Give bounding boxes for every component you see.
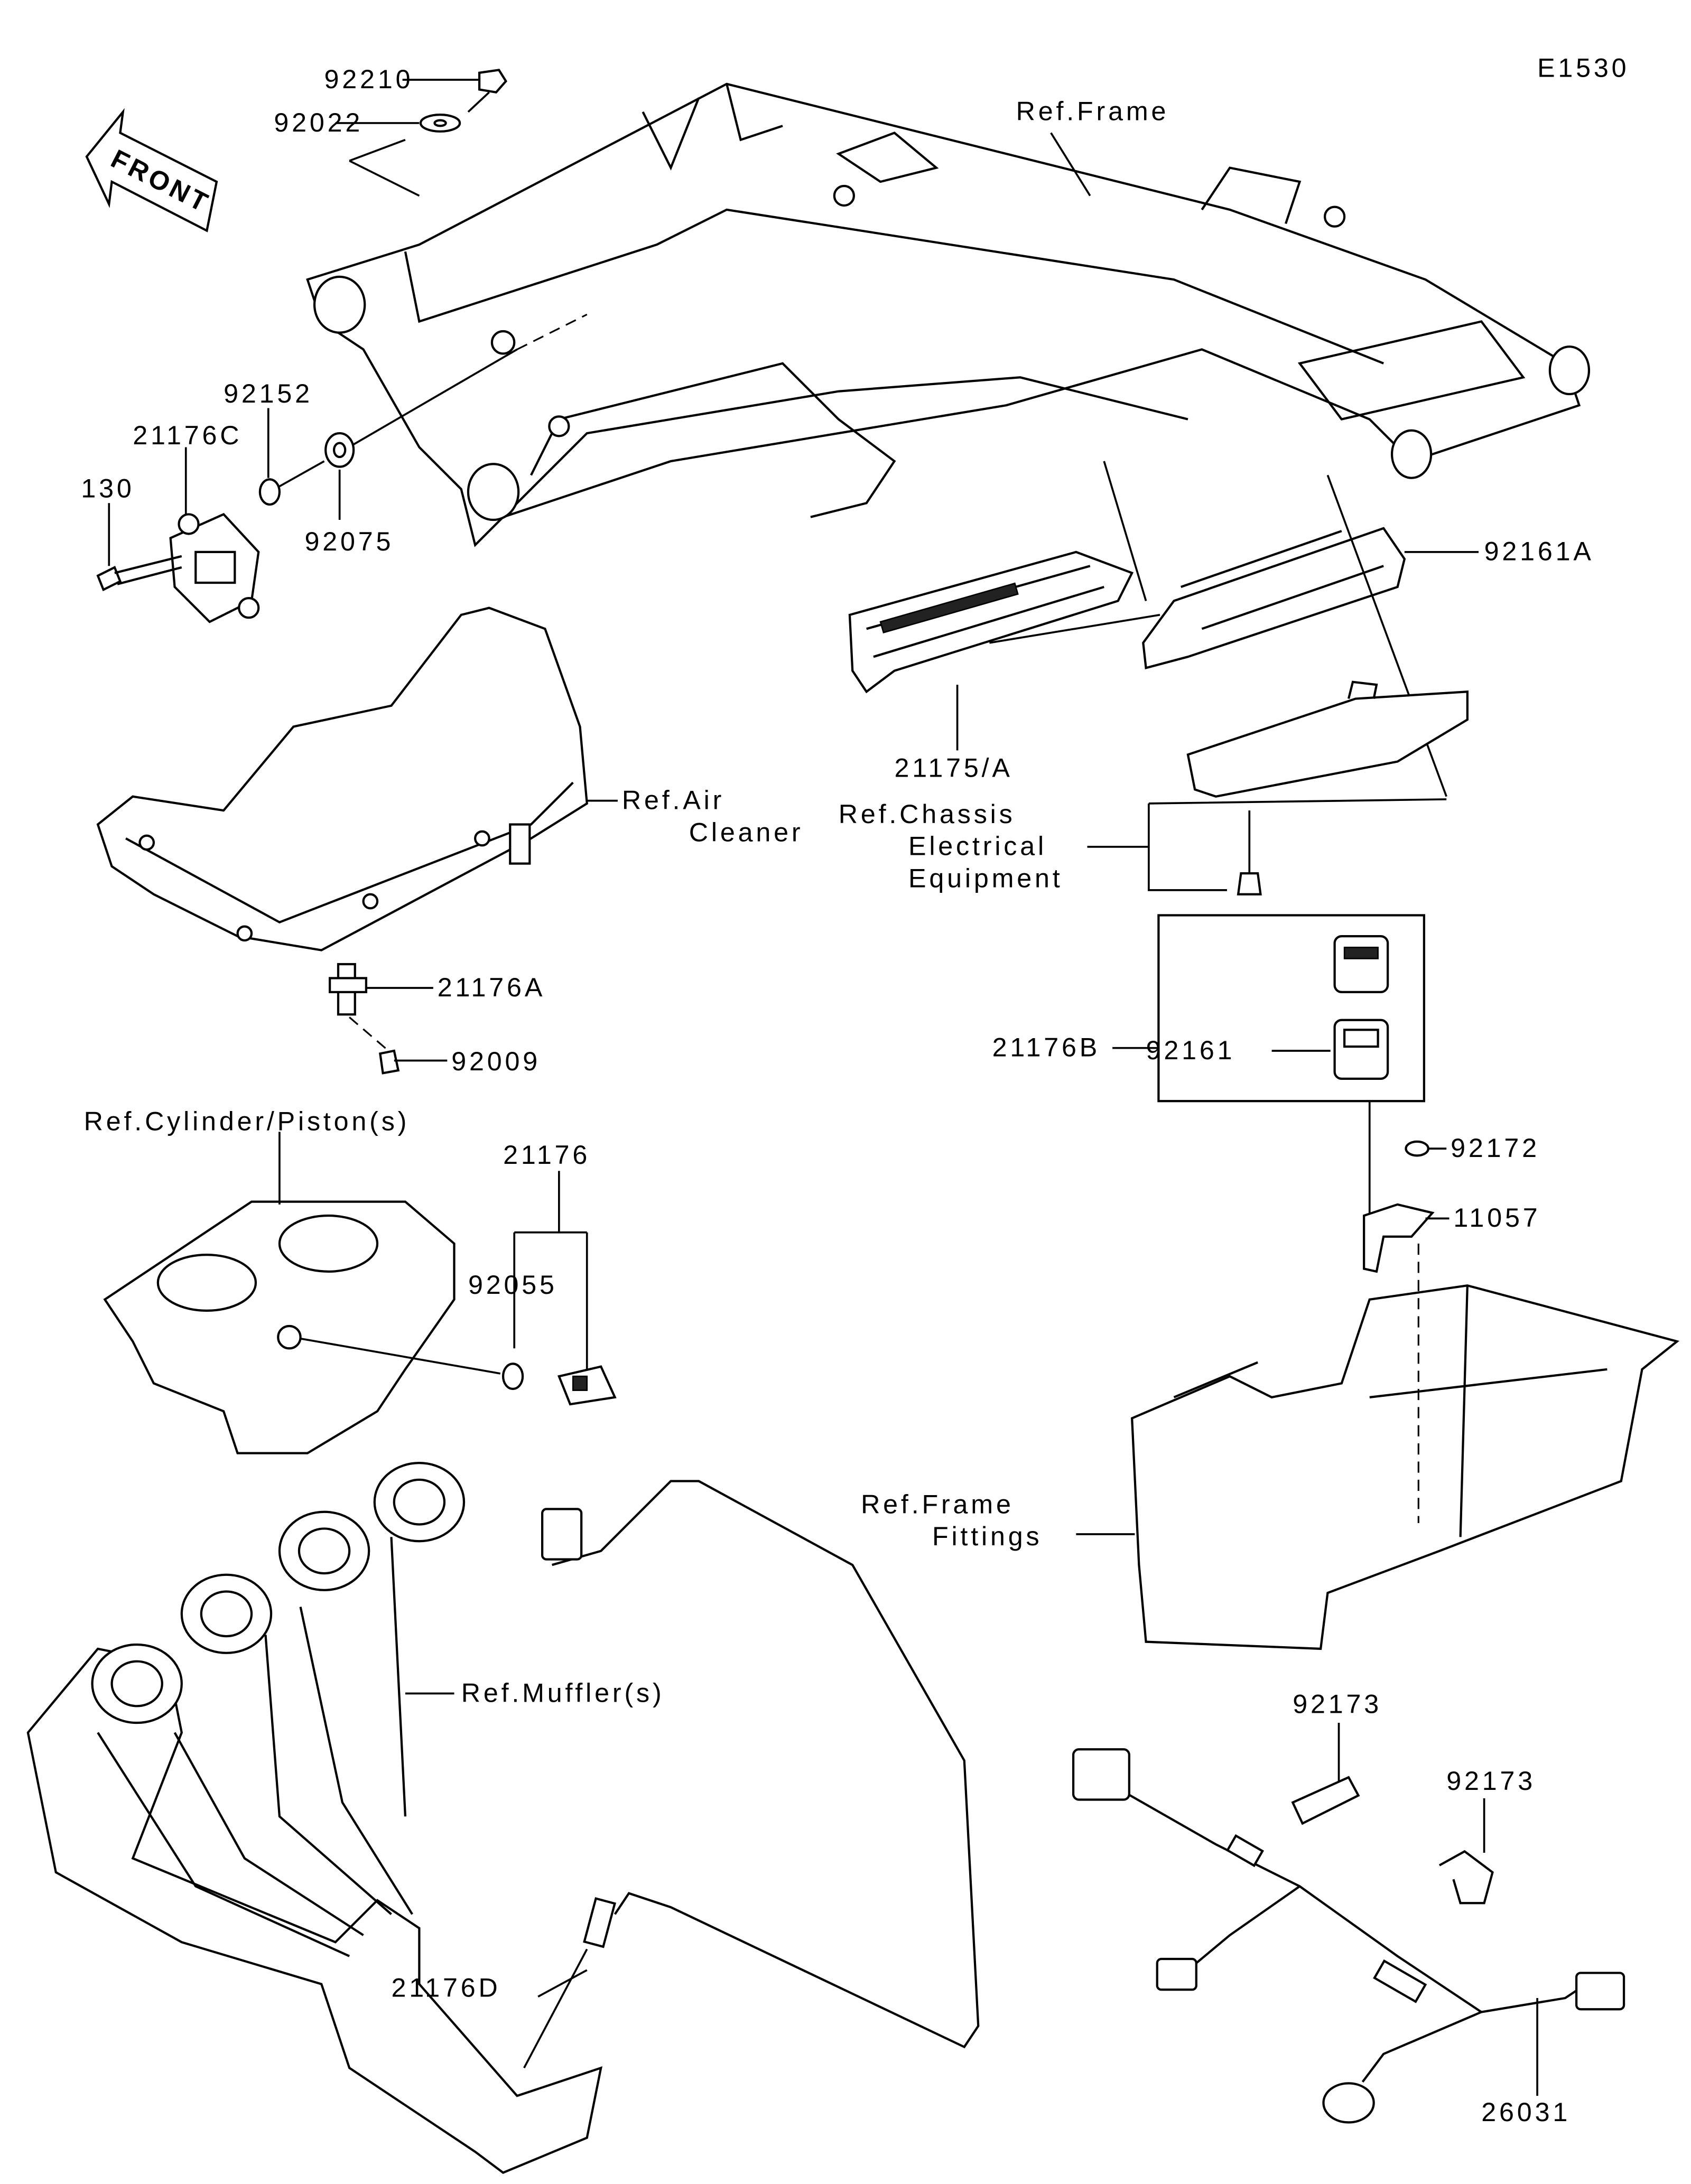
grommet-92152 xyxy=(258,478,281,506)
label-92075[interactable]: 92075 xyxy=(305,527,394,556)
harness-26031 xyxy=(1072,1748,1625,2124)
label-ref-chassis-1[interactable]: Ref.Chassis xyxy=(839,799,1016,829)
label-92009[interactable]: 92009 xyxy=(451,1047,541,1076)
clamp-92173-b xyxy=(1438,1850,1494,1905)
sensor-21176A xyxy=(329,963,368,1016)
label-21176D[interactable]: 21176D xyxy=(391,1973,500,2002)
label-ref-chassis-2[interactable]: Electrical xyxy=(908,832,1047,861)
bracket-11057 xyxy=(1363,1203,1435,1273)
label-92210[interactable]: 92210 xyxy=(324,64,414,94)
label-21176A[interactable]: 21176A xyxy=(438,973,545,1002)
label-92172[interactable]: 92172 xyxy=(1451,1133,1540,1163)
nut-92210 xyxy=(478,69,507,94)
bracket-chassis xyxy=(1186,680,1469,798)
cover-92161 xyxy=(1333,1019,1389,1080)
label-92161[interactable]: 92161 xyxy=(1146,1035,1235,1065)
label-21176[interactable]: 21176 xyxy=(503,1140,590,1170)
label-21176B[interactable]: 21176B xyxy=(992,1033,1100,1062)
washer-92022 xyxy=(419,113,461,133)
label-ref-frame[interactable]: Ref.Frame xyxy=(1016,97,1169,126)
tray-92161A xyxy=(1142,527,1406,670)
ecu-21175A xyxy=(848,550,1134,694)
screw-92009 xyxy=(378,1049,448,1075)
oring-92055 xyxy=(501,1362,524,1390)
bolt-130 xyxy=(96,555,182,592)
cylinder-part xyxy=(103,1200,456,1454)
label-92022[interactable]: 92022 xyxy=(274,108,363,137)
front-arrow-icon: FRONT xyxy=(85,108,218,232)
connector-21176B xyxy=(1333,935,1389,994)
screw-chassis xyxy=(1237,810,1262,895)
frame-part xyxy=(306,82,1591,547)
label-ref-air-1[interactable]: Ref.Air xyxy=(622,785,724,815)
label-ref-frame-fittings-2[interactable]: Fittings xyxy=(932,1522,1042,1551)
sensor-21176 xyxy=(557,1365,617,1406)
label-11057[interactable]: 11057 xyxy=(1453,1203,1540,1233)
muffler-part xyxy=(26,1462,602,2174)
air-cleaner-part xyxy=(96,606,588,951)
screw-92172 xyxy=(1405,1140,1429,1157)
label-92152[interactable]: 92152 xyxy=(224,379,313,408)
clamp-92173-a xyxy=(1291,1776,1360,1825)
label-92161A[interactable]: 92161A xyxy=(1484,537,1594,566)
diagram-id: E1530 xyxy=(1537,53,1629,83)
label-ref-frame-fittings-1[interactable]: Ref.Frame xyxy=(861,1489,1014,1519)
sensor-21176C xyxy=(169,512,260,623)
label-ref-air-2[interactable]: Cleaner xyxy=(689,817,804,847)
frame-fittings-part xyxy=(1130,1243,1680,1650)
label-21175A[interactable]: 21175/A xyxy=(895,753,1013,783)
label-ref-chassis-3[interactable]: Equipment xyxy=(908,864,1063,893)
label-92055[interactable]: 92055 xyxy=(468,1270,558,1300)
o2-sensor-21176D xyxy=(523,1480,980,2069)
label-26031[interactable]: 26031 xyxy=(1481,2097,1571,2127)
label-ref-muffler[interactable]: Ref.Muffler(s) xyxy=(461,1678,665,1707)
label-130[interactable]: 130 xyxy=(81,474,134,503)
label-92173-a[interactable]: 92173 xyxy=(1293,1690,1382,1719)
label-ref-cylinder[interactable]: Ref.Cylinder/Piston(s) xyxy=(84,1107,410,1136)
grommet-92075 xyxy=(324,432,355,468)
label-21176C[interactable]: 21176C xyxy=(133,421,242,450)
label-92173-b[interactable]: 92173 xyxy=(1446,1766,1536,1796)
